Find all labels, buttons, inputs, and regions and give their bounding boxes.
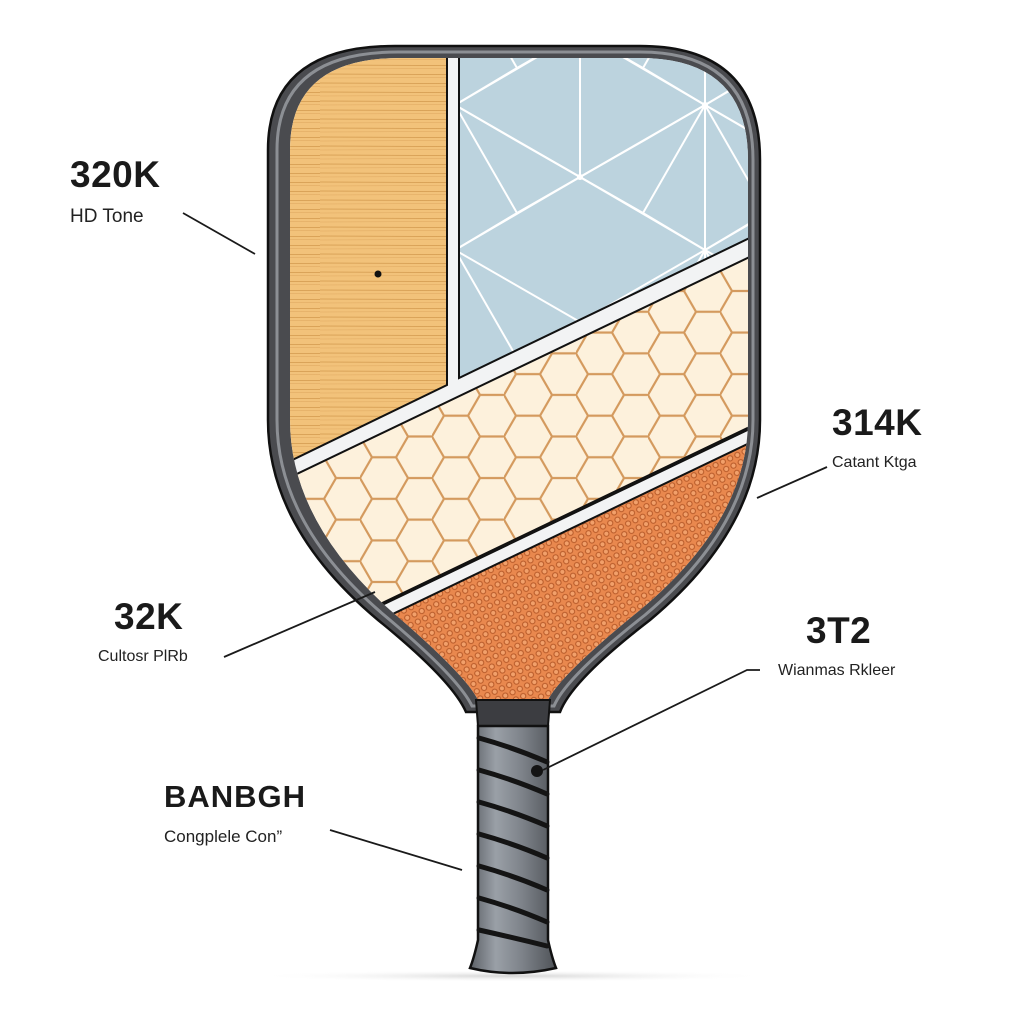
- honeycomb-core-band: [290, 250, 748, 654]
- surface-texture-panel: [458, 58, 748, 380]
- callout-right-lower: 3T2 Wianmas Rkleer: [778, 612, 895, 679]
- callout-left-bottom: BANBGH Congplele Con”: [164, 781, 306, 845]
- callout-anchor-dot: [531, 765, 543, 777]
- callout-value: 32K: [114, 596, 184, 637]
- leader-line-right-upper: [756, 466, 828, 499]
- callout-anchor-dot: [374, 270, 382, 278]
- wood-core-panel: [290, 58, 448, 468]
- callout-value: BANBGH: [164, 779, 307, 814]
- leader-lines: [182, 212, 828, 871]
- leader-line-left-middle: [223, 591, 376, 658]
- floor-shadow: [252, 970, 772, 982]
- callout-label: HD Tone: [70, 206, 144, 227]
- callout-right-upper: 314K Catant Ktga: [832, 404, 922, 471]
- callout-label: Cultosr PlRb: [98, 648, 188, 665]
- callout-label: Catant Ktga: [832, 454, 917, 471]
- grip-wrap: [476, 735, 550, 949]
- leader-line-left-bottom: [329, 829, 463, 871]
- callout-label: Wianmas Rkleer: [778, 662, 896, 679]
- callout-value: 314K: [832, 402, 923, 443]
- callout-value: 320K: [70, 154, 161, 195]
- handle: [468, 724, 558, 975]
- callout-label: Congplele Con”: [164, 827, 283, 846]
- leader-line-right-lower: [542, 669, 760, 771]
- throat-cap: [474, 699, 552, 727]
- callout-top-left: 320K HD Tone: [70, 156, 160, 226]
- callout-value: 3T2: [806, 610, 872, 651]
- callout-left-middle: 32K Cultosr PlRb: [98, 598, 188, 665]
- leader-line-top-left: [182, 212, 256, 255]
